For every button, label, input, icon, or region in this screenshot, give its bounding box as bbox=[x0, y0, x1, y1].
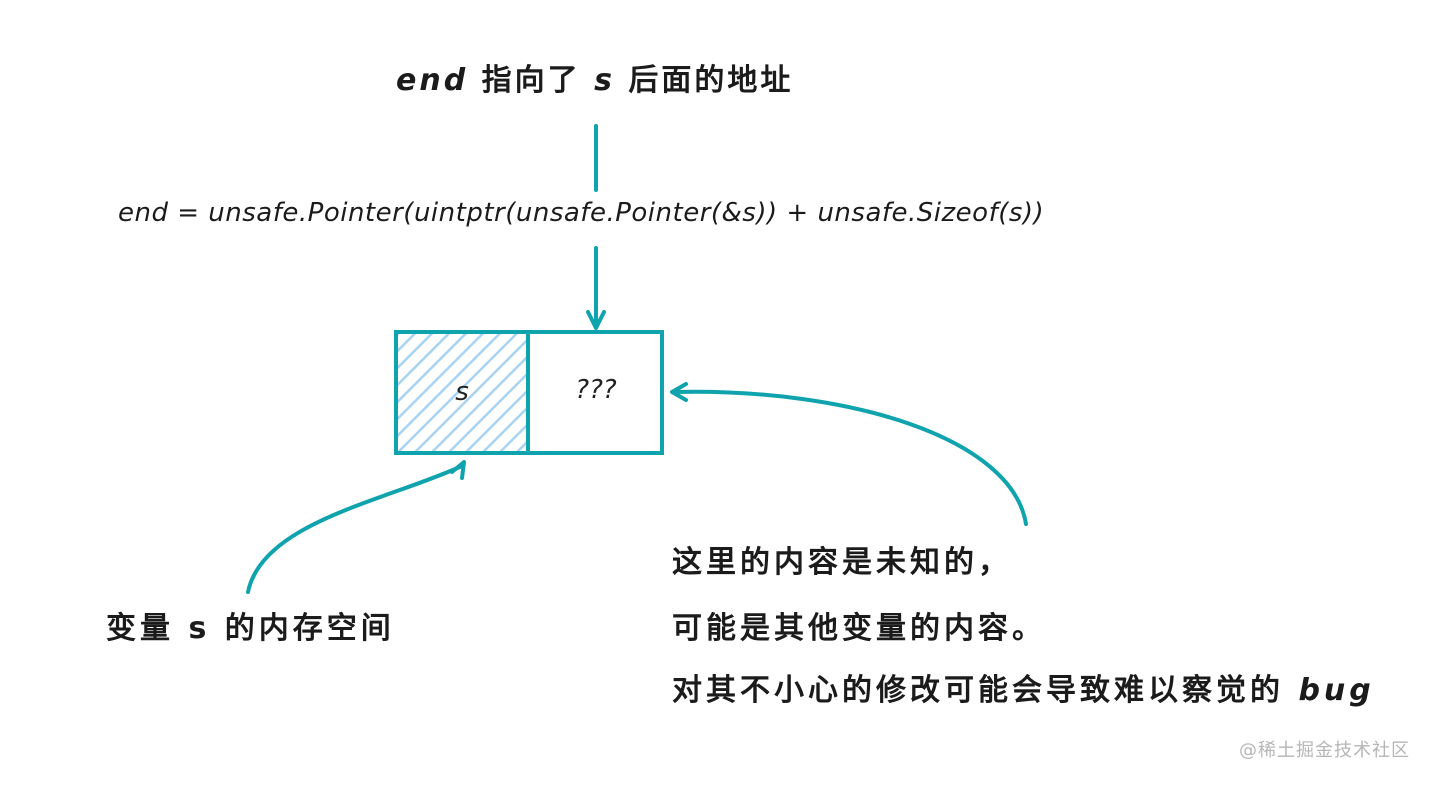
var-label-arrow bbox=[246, 464, 464, 594]
note-arrow bbox=[672, 389, 1028, 526]
var-label-arrow-head bbox=[450, 460, 466, 480]
note-line-3: 对其不小心的修改可能会导致难以察觉的 bug bbox=[672, 676, 1375, 706]
title-suffix: 后面的地址 bbox=[614, 63, 794, 98]
note-line-3-text: 对其不小心的修改可能会导致难以察觉的 bbox=[672, 673, 1299, 708]
variable-memory-label: 变量 s 的内存空间 bbox=[106, 611, 395, 646]
note-line-2: 可能是其他变量的内容。 bbox=[672, 611, 1046, 646]
memory-cell-s-label: s bbox=[455, 377, 469, 407]
memory-cell-unknown-label: ??? bbox=[575, 375, 617, 405]
pointer-arrow-head bbox=[586, 310, 606, 330]
note-line-1: 这里的内容是未知的， bbox=[672, 545, 1012, 580]
title-middle: 指向了 bbox=[468, 63, 595, 98]
title-end-keyword: end bbox=[396, 63, 469, 98]
note-arrow-head bbox=[670, 382, 688, 402]
diagram-title: end 指向了 s 后面的地址 bbox=[396, 66, 793, 96]
code-line: end = unsafe.Pointer(uintptr(unsafe.Poin… bbox=[118, 198, 1045, 228]
memory-cell-s bbox=[394, 330, 530, 455]
title-var: s bbox=[594, 63, 615, 98]
note-line-3-bug: bug bbox=[1298, 673, 1375, 708]
memory-cell-unknown bbox=[526, 330, 664, 455]
watermark: @稀土掘金技术社区 bbox=[1239, 740, 1410, 761]
